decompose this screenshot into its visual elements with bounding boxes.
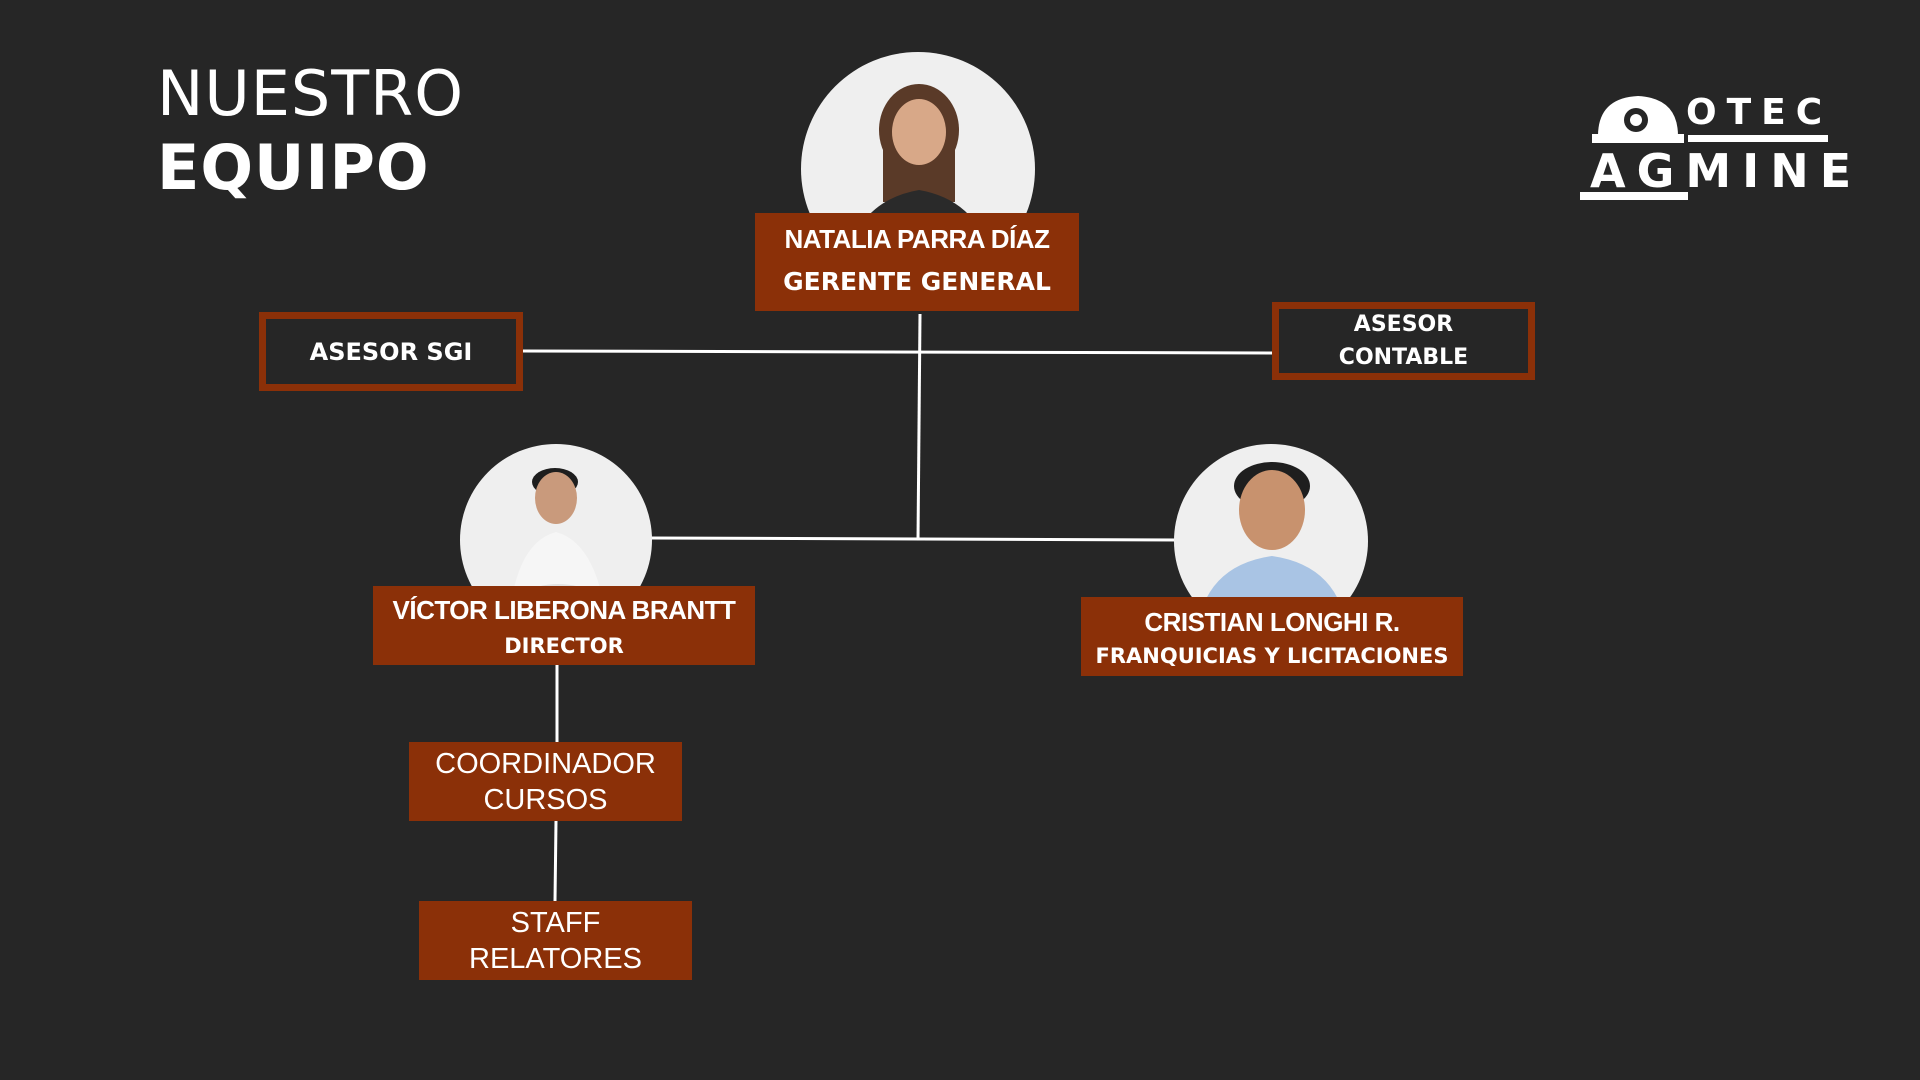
connector-gerente-trunk bbox=[916, 313, 922, 541]
page-title-line2: EQUIPO bbox=[157, 131, 430, 204]
page-title: NUESTRO EQUIPO bbox=[157, 58, 464, 206]
director-role: DIRECTOR bbox=[504, 633, 624, 658]
page-title-line1: NUESTRO bbox=[157, 57, 465, 130]
connector-coordinador-staff bbox=[553, 820, 558, 902]
gerente-name: NATALIA PARRA DÍAZ bbox=[784, 224, 1050, 254]
asesor-contable-box: ASESOR CONTABLE bbox=[1272, 302, 1535, 380]
logo-otec: OTEC bbox=[1686, 92, 1833, 133]
gerente-card: NATALIA PARRA DÍAZ GERENTE GENERAL bbox=[755, 213, 1079, 311]
asesor-contable-line1: ASESOR bbox=[1353, 312, 1454, 337]
logo-agmine: AGMINE bbox=[1590, 144, 1863, 198]
connector-director-franquicias bbox=[649, 536, 1181, 542]
helmet-icon bbox=[1592, 96, 1684, 143]
staff-line1: STAFF bbox=[510, 906, 601, 939]
gerente-role: GERENTE GENERAL bbox=[783, 267, 1051, 296]
franquicias-name: CRISTIAN LONGHI R. bbox=[1144, 606, 1400, 637]
director-card: VÍCTOR LIBERONA BRANTT DIRECTOR bbox=[373, 586, 755, 665]
logo-underline bbox=[1580, 192, 1688, 200]
staff-line2: RELATORES bbox=[469, 942, 642, 975]
coordinador-box: COORDINADOR CURSOS bbox=[409, 742, 682, 821]
connector-sgi-contable bbox=[521, 349, 1273, 355]
franquicias-role: FRANQUICIAS Y LICITACIONES bbox=[1095, 643, 1449, 668]
coordinador-line1: COORDINADOR bbox=[435, 747, 656, 780]
asesor-contable-line2: CONTABLE bbox=[1338, 345, 1469, 370]
director-name: VÍCTOR LIBERONA BRANTT bbox=[392, 594, 736, 625]
asesor-sgi-label: ASESOR SGI bbox=[309, 337, 473, 366]
staff-box: STAFF RELATORES bbox=[419, 901, 692, 980]
logo-rule bbox=[1688, 135, 1828, 142]
company-logo: OTEC AGMINE bbox=[1576, 92, 1851, 204]
coordinador-line2: CURSOS bbox=[483, 783, 608, 816]
franquicias-card: CRISTIAN LONGHI R. FRANQUICIAS Y LICITAC… bbox=[1081, 597, 1463, 676]
asesor-sgi-box: ASESOR SGI bbox=[259, 312, 523, 391]
